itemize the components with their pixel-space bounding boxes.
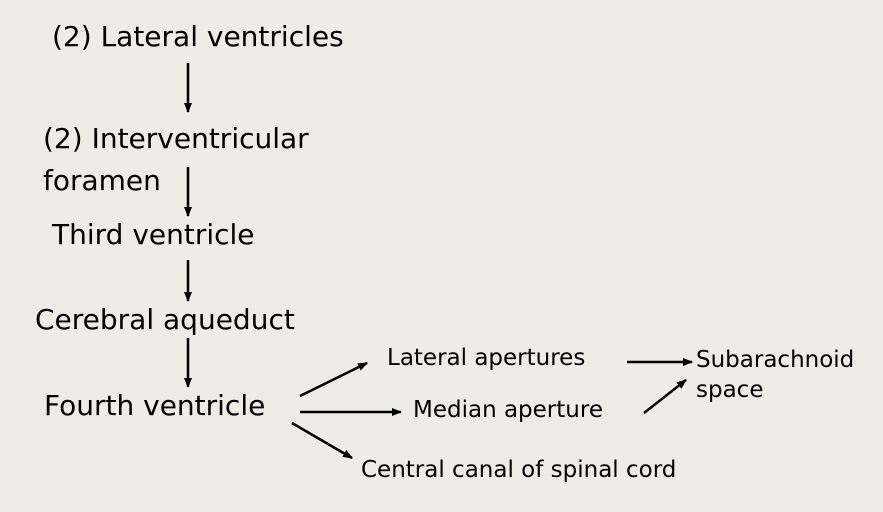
arrow-fourth-to-lateral-apertures [299, 361, 368, 398]
node-interventricular-foramen-line2: foramen [43, 163, 161, 197]
node-lateral-ventricles: (2) Lateral ventricles [52, 20, 344, 53]
arrow-median-aperture-to-subarachnoid [643, 379, 687, 414]
node-lateral-apertures: Lateral apertures [387, 345, 586, 371]
node-interventricular-foramen-line1: (2) Interventricular [43, 122, 309, 155]
node-interventricular-foramen: (2) Interventricular foramen [43, 122, 309, 197]
node-subarachnoid-space: Subarachnoid space [696, 346, 854, 406]
node-fourth-ventricle: Fourth ventricle [44, 389, 266, 422]
node-subarachnoid-space-line2: space [696, 376, 764, 403]
node-cerebral-aqueduct: Cerebral aqueduct [35, 303, 295, 336]
node-median-aperture: Median aperture [413, 397, 603, 423]
node-central-canal: Central canal of spinal cord [361, 457, 677, 483]
arrow-fourth-to-central-canal [291, 421, 353, 460]
node-third-ventricle: Third ventricle [52, 218, 255, 251]
node-subarachnoid-space-line1: Subarachnoid [696, 347, 855, 373]
